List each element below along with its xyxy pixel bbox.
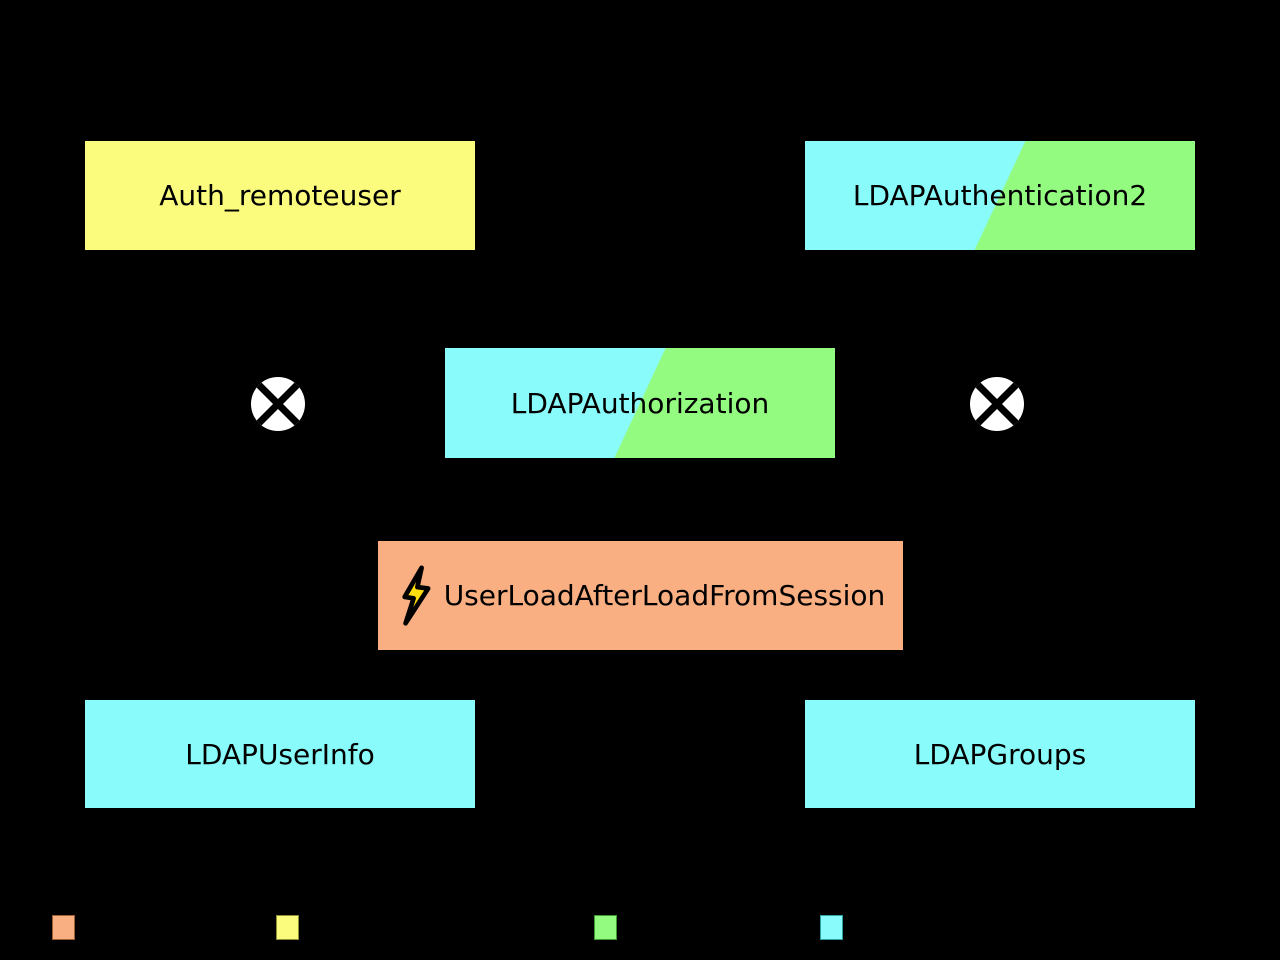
legend-swatch-yellow	[276, 915, 299, 940]
node-ldap-user-info: LDAPUserInfo	[85, 700, 475, 808]
node-ldap-user-info-label: LDAPUserInfo	[185, 737, 375, 771]
node-user-load-after-load-from-session: UserLoadAfterLoadFromSession	[378, 541, 903, 650]
node-user-load-after-load-from-session-label: UserLoadAfterLoadFromSession	[443, 579, 886, 612]
node-ldap-authentication2-label: LDAPAuthentication2	[852, 179, 1148, 212]
node-ldap-authorization-label: LDAPAuthorization	[510, 386, 770, 420]
node-auth-remoteuser-label: Auth_remoteuser	[159, 179, 401, 212]
cross-circle-icon	[970, 377, 1024, 431]
legend-swatch-cyan	[820, 915, 843, 940]
node-auth-remoteuser: Auth_remoteuser	[85, 141, 475, 250]
cross-circle-junction-left	[251, 377, 305, 431]
cross-circle-icon	[251, 377, 305, 431]
lightning-bolt-icon	[402, 564, 431, 626]
node-ldap-groups-label: LDAPGroups	[913, 737, 1087, 771]
legend-swatch-green	[594, 915, 617, 940]
node-ldap-authentication2: LDAPAuthentication2	[805, 141, 1195, 250]
cross-circle-junction-right	[970, 377, 1024, 431]
legend-swatch-orange	[52, 915, 75, 940]
node-ldap-authorization: LDAPAuthorization	[445, 348, 835, 458]
node-ldap-groups: LDAPGroups	[805, 700, 1195, 808]
